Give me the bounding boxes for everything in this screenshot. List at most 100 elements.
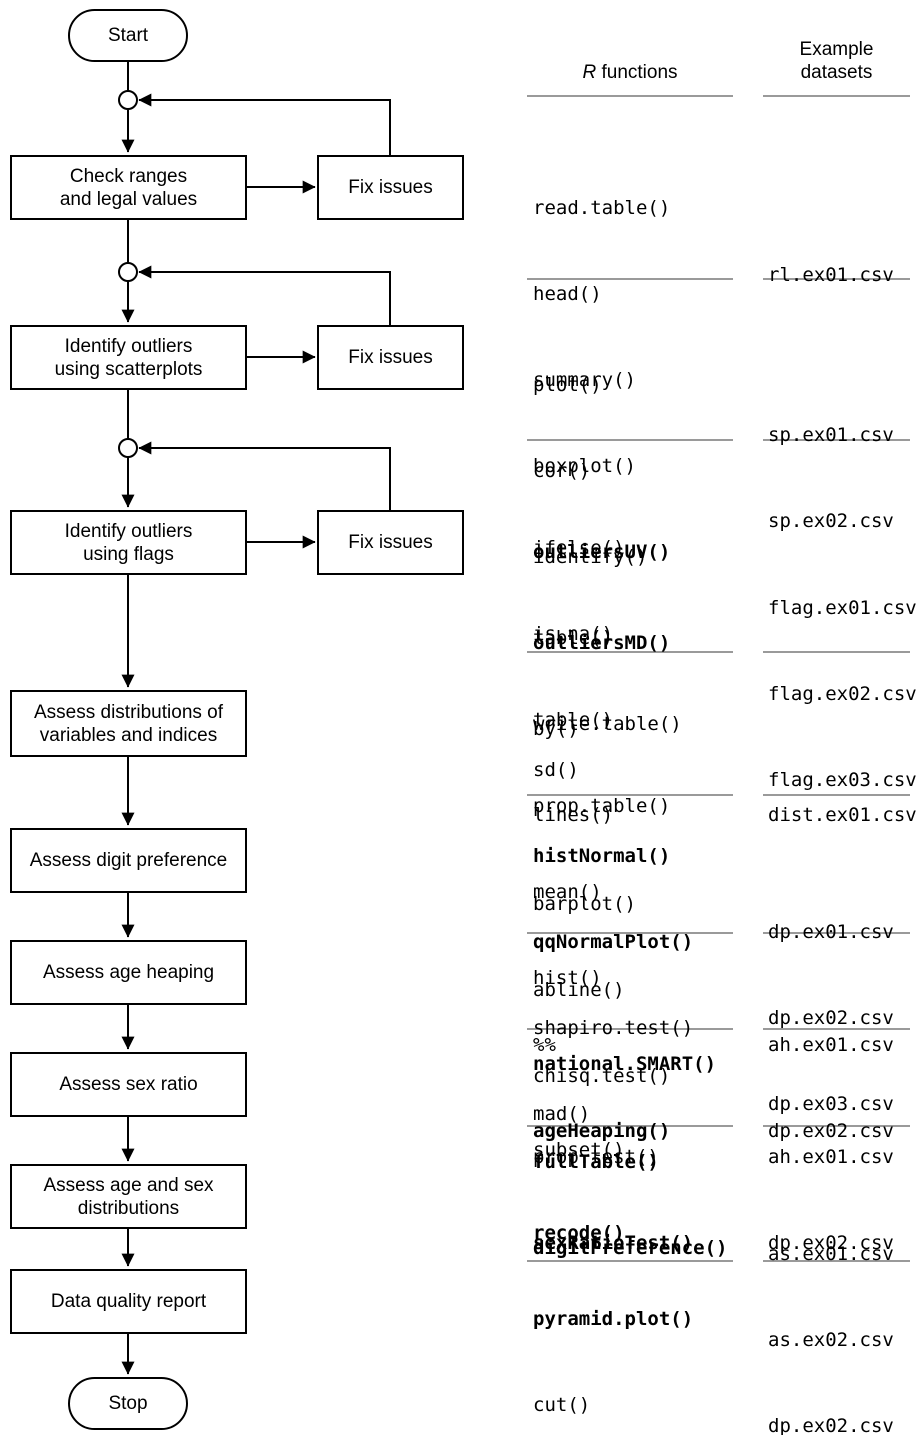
dataset-name: as.ex01.csv (768, 1243, 894, 1265)
dataset-name: dp.ex01.csv (768, 921, 894, 943)
junction-circle (118, 90, 138, 110)
junction-circle (118, 262, 138, 282)
dataset-list: dist.ex01.csv (768, 719, 917, 870)
stop-node: Stop (68, 1377, 188, 1430)
function-name: read.table() (533, 197, 671, 219)
function-list: %% ageHeaping() (533, 949, 670, 1186)
function-name: lines() (533, 804, 614, 826)
dataset-name: sp.ex02.csv (768, 510, 894, 532)
dataset-name: ah.ex01.csv (768, 1034, 894, 1056)
feedback-arrow (138, 93, 391, 155)
function-list: recode() pyramid.plot() cut() ageChildre… (533, 1137, 693, 1435)
dataset-list: sp.ex01.csv sp.ex02.csv (768, 339, 905, 576)
dataset-name: dp.ex03.csv (768, 1093, 894, 1115)
start-node: Start (68, 9, 188, 62)
function-name: cut() (533, 1394, 591, 1416)
divider (763, 1125, 910, 1127)
dataset-list: dp.ex01.csv dp.ex02.csv dp.ex03.csv (768, 836, 905, 1159)
divider (527, 1260, 733, 1262)
divider (527, 1125, 733, 1127)
function-name: plot() (533, 374, 602, 396)
dataset-list: flag.ex01.csv flag.ex02.csv flag.ex03.cs… (768, 512, 917, 835)
junction-circle (118, 438, 138, 458)
dataset-name: dp.ex02.csv (768, 1232, 894, 1254)
function-name: mad() (533, 1103, 591, 1125)
fix-issues-node: Fix issues (317, 325, 464, 390)
dataset-name: sp.ex01.csv (768, 424, 894, 446)
function-name: table() (533, 627, 614, 649)
dataset-name: flag.ex03.csv (768, 769, 917, 791)
divider (527, 278, 733, 280)
dataset-name: dp.ex02.csv (768, 1120, 894, 1142)
function-list: plot() cor() identify() outliersMD() by(… (533, 289, 670, 870)
function-name: subset() (533, 1139, 625, 1161)
divider (763, 794, 910, 796)
function-name: barplot() (533, 893, 636, 915)
function-name: prop.table() (533, 795, 671, 817)
r-header-rest: functions (596, 62, 678, 83)
divider (763, 1260, 910, 1262)
dataset-list: rl.ex01.csv (768, 179, 905, 330)
function-name: pyramid.plot() (533, 1308, 694, 1330)
function-name: summary() (533, 369, 636, 391)
function-list: sd() histNormal() qqNormalPlot() shapiro… (533, 674, 693, 1169)
step-data-quality-report: Data quality report (10, 1269, 247, 1334)
function-name: table() (533, 709, 614, 731)
divider (763, 932, 910, 934)
dataset-name: flag.ex01.csv (768, 597, 917, 619)
function-name: chisq.test() (533, 1065, 671, 1087)
fix-issues-node: Fix issues (317, 510, 464, 575)
divider (527, 95, 733, 97)
dataset-list: ah.ex01.csv dp.ex02.csv (768, 949, 905, 1186)
feedback-arrow (138, 441, 391, 510)
feedback-arrow (138, 265, 391, 325)
function-name: sexRatioTest() (533, 1232, 694, 1254)
dataset-name: rl.ex01.csv (768, 264, 894, 286)
function-name: histNormal() (533, 845, 671, 867)
function-name: ifelse() (533, 537, 625, 559)
function-name: sd() (533, 759, 579, 781)
function-name: boxplot() (533, 455, 636, 477)
function-name: national.SMART() (533, 1053, 717, 1075)
function-name: by() (533, 718, 579, 740)
step-outliers-flags: Identify outliers using flags (10, 510, 247, 575)
divider (763, 439, 910, 441)
function-list: ifelse() is.na() table() prop.table() me… (533, 452, 716, 1205)
function-list: read.table() head() summary() boxplot() … (533, 112, 682, 779)
function-name: fullTable() (533, 1151, 659, 1173)
dataset-name: dp.ex02.csv (768, 1415, 894, 1435)
step-assess-age-heaping: Assess age heaping (10, 940, 247, 1005)
step-assess-sex-ratio: Assess sex ratio (10, 1052, 247, 1117)
divider (527, 1028, 733, 1030)
function-name: %% (533, 1034, 556, 1056)
function-list: barplot() abline() chisq.test() fullTabl… (533, 808, 727, 1303)
divider (527, 651, 733, 653)
dataset-name: flag.ex02.csv (768, 683, 917, 705)
dataset-name: dp.ex02.csv (768, 1007, 894, 1029)
function-name: cor() (533, 460, 591, 482)
step-assess-age-sex-distributions: Assess age and sex distributions (10, 1164, 247, 1229)
dataset-name: as.ex02.csv (768, 1329, 894, 1351)
step-assess-distributions: Assess distributions of variables and in… (10, 690, 247, 757)
function-name: head() (533, 283, 602, 305)
function-name: shapiro.test() (533, 1017, 694, 1039)
function-name: outliersMD() (533, 632, 671, 654)
divider (763, 95, 910, 97)
dataset-name: dist.ex01.csv (768, 804, 917, 826)
r-header-italic: R (582, 62, 597, 83)
function-name: digitPreference() (533, 1237, 728, 1259)
r-functions-header: R functions (527, 61, 733, 84)
function-name: prop.test() (533, 1146, 659, 1168)
function-name: abline() (533, 979, 625, 1001)
example-datasets-header: Example datasets (799, 39, 874, 83)
function-name: mean() (533, 881, 602, 903)
divider (527, 932, 733, 934)
dataset-list: as.ex01.csv as.ex02.csv dp.ex02.csv (768, 1158, 905, 1435)
function-name: ageHeaping() (533, 1120, 671, 1142)
step-assess-digit-preference: Assess digit preference (10, 828, 247, 893)
function-list: prop.test() sexRatioTest() (533, 1061, 693, 1298)
function-name: write.table() (533, 713, 682, 735)
function-name: is.na() (533, 623, 614, 645)
